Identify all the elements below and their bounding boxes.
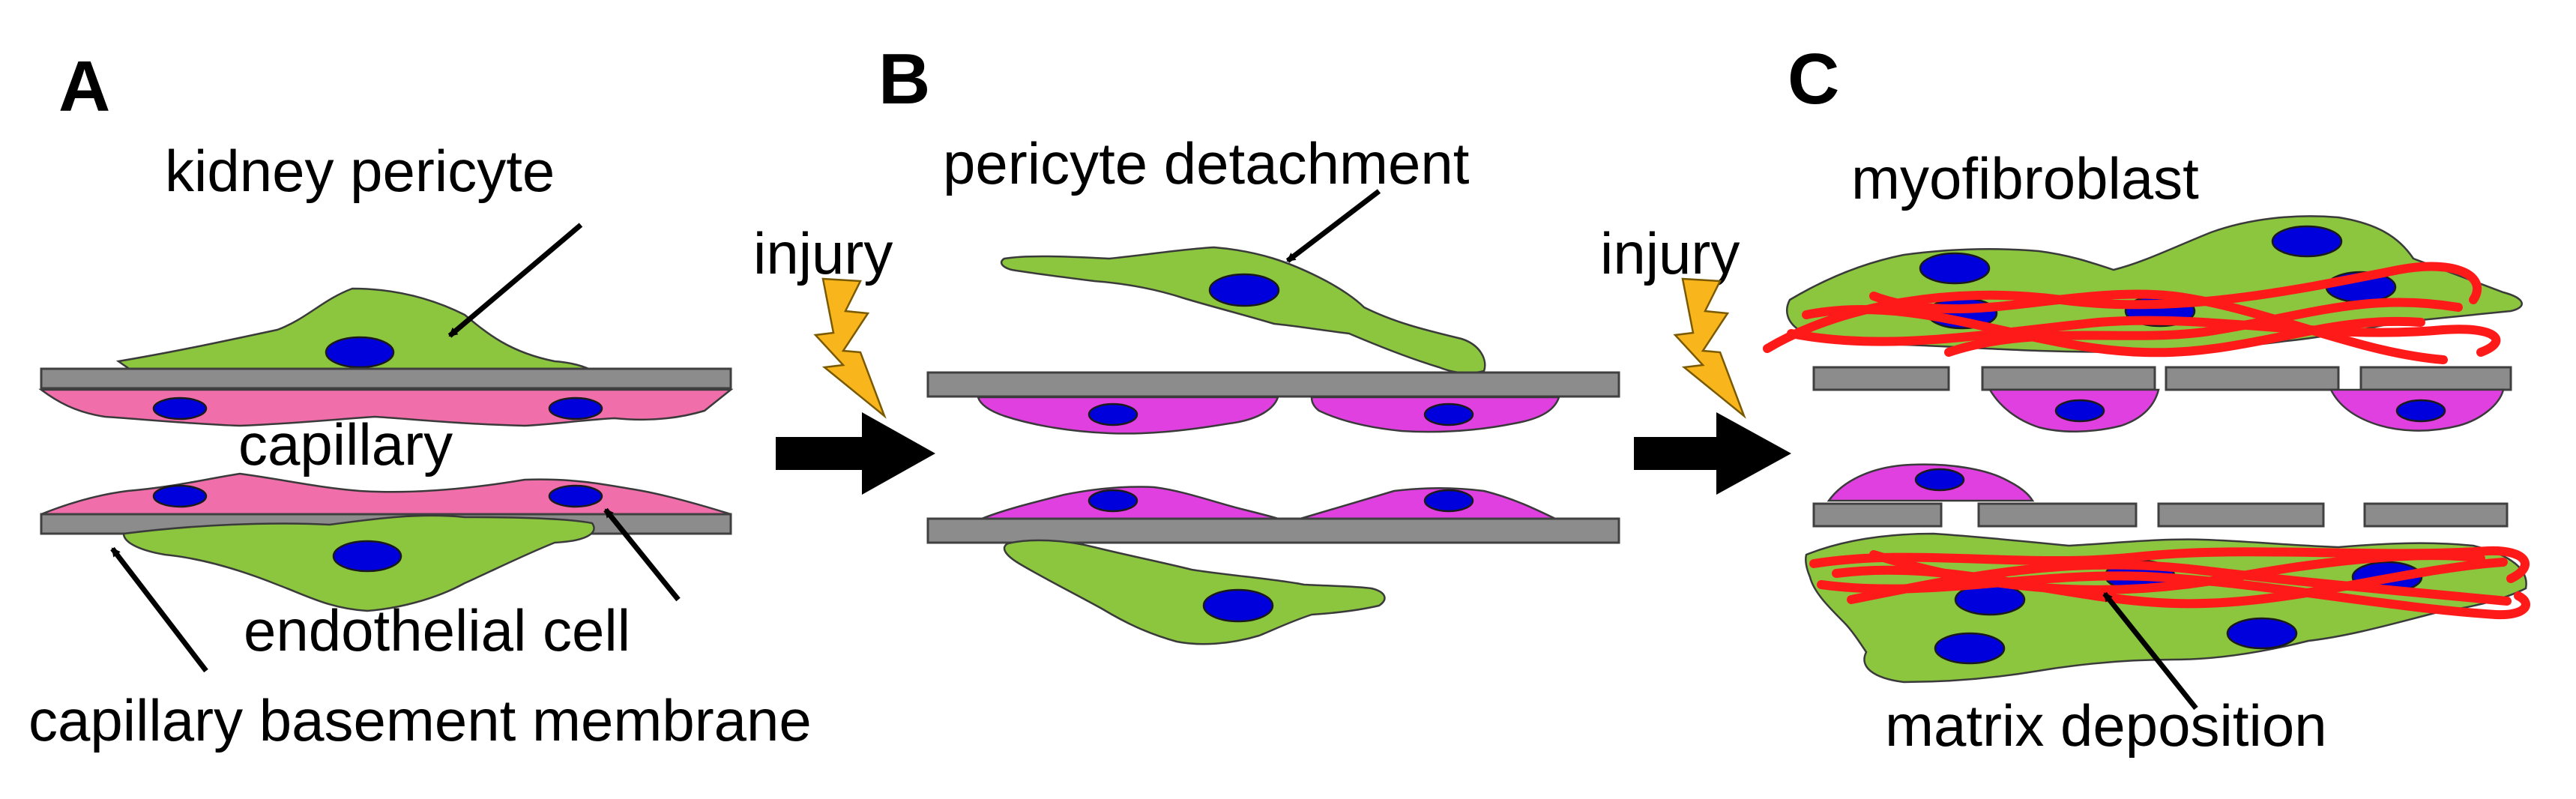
matrix-fiber [1869,289,2448,364]
transition-a-to-b: injury [753,220,935,495]
nucleus [2271,225,2343,258]
label-pericyte-detachment: pericyte detachment [943,130,1470,196]
right-arrow-icon [1634,412,1791,495]
nucleus [332,540,402,573]
panel-letter-b: B [878,39,930,119]
label-injury: injury [1600,220,1740,286]
pericyte-cell [1000,246,1486,374]
basement-membrane-fragment [2157,502,2325,528]
lightning-bolt-icon [813,277,887,419]
nucleus [2226,617,2298,650]
label-matrix-deposition: matrix deposition [1885,693,2327,759]
detachment-pointer-arrow [1285,189,1381,263]
matrix-fiber [1809,546,2530,583]
nucleus [548,484,603,508]
label-endothelial-cell: endothelial cell [244,597,630,663]
basement-membrane-fragment [1812,366,1950,391]
nucleus [1423,489,1474,513]
basement-membrane-fragment [1812,502,1943,528]
matrix-fiber [1802,304,2425,358]
matrix-fiber [1944,298,2463,357]
nucleus [1088,402,1138,426]
nucleus [1208,273,1280,307]
panel-letter-c: C [1788,39,1839,119]
transition-b-to-c: injury [1600,220,1791,495]
panel-letter-a: A [58,46,110,127]
nucleus [1088,489,1138,513]
pericyte-cell [1003,539,1386,645]
nucleus [1914,468,1965,492]
right-arrow-icon [776,412,935,495]
nucleus [2395,399,2446,423]
label-capillary-basement-membrane: capillary basement membrane [28,687,812,753]
lightning-bolt-icon [1673,277,1746,419]
nucleus [1919,252,1991,285]
endothelial-pointer-arrow [603,507,681,602]
basement-membrane-fragment [2165,366,2340,391]
panel-a: A kidney pericyte capillary endothelial … [28,46,812,753]
panel-c: C [1763,39,2530,759]
nucleus [1934,632,2006,665]
basement-membrane [926,371,1620,398]
basement-membrane-fragment [2359,366,2512,391]
basement-membrane [926,517,1620,544]
basement-membrane [40,367,732,390]
label-capillary: capillary [238,411,453,477]
basement-membrane-fragment [2363,502,2509,528]
matrix-fiber [1869,550,2485,594]
basement-membrane-fragment [1981,366,2156,391]
label-injury: injury [753,220,893,286]
nucleus [152,397,208,420]
matrix-fiber [1817,571,2530,620]
label-myofibroblast: myofibroblast [1851,145,2199,211]
nucleus [325,336,395,369]
matrix-pointer-arrow [2102,591,2198,711]
nucleus [548,397,603,420]
nucleus [1423,402,1474,426]
basement-membrane-fragment [1977,502,2138,528]
matrix-fibers [1809,546,2530,620]
nucleus [1202,588,1274,623]
endothelial-cell [40,472,732,516]
matrix-fiber [1787,316,2501,357]
matrix-fibers [1763,262,2501,364]
label-kidney-pericyte: kidney pericyte [165,138,555,204]
panel-b: B pericyte detachment [878,39,1620,645]
membrane-pointer-arrow [110,546,208,673]
nucleus [152,484,208,508]
nucleus [2054,399,2105,423]
pericyte-pointer-arrow [447,223,583,338]
